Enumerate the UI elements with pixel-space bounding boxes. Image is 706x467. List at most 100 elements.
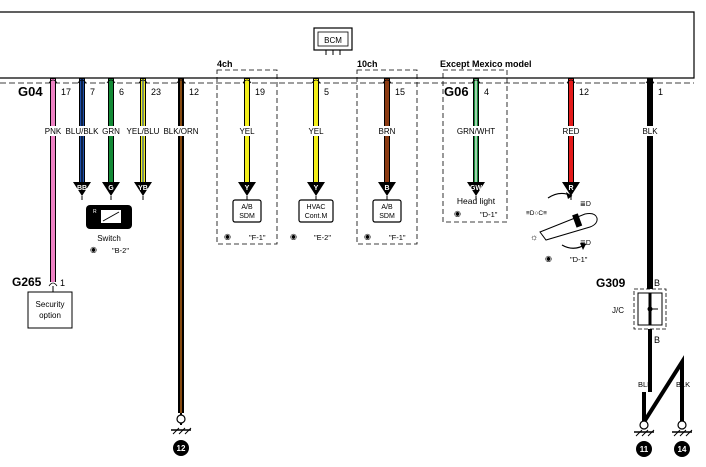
ground-14: 14: [672, 420, 693, 457]
ground-branch: BLK BLK: [638, 329, 690, 429]
wire-yel2-arrow: [307, 182, 325, 196]
wire-yel2-color-code: YEL: [308, 127, 324, 136]
svg-text:☼: ☼: [530, 232, 538, 242]
wire-blublk-arrow-label: BB: [77, 185, 87, 192]
wire-yel2-arrow-label: Y: [314, 185, 319, 192]
ab-sdm-2: A/B SDM ◉ "F-1": [364, 199, 406, 242]
hvac-line1: HVAC: [307, 204, 326, 211]
wire-yelblu-color-code: YEL/BLU: [127, 127, 160, 136]
wire-yel1-pin: 19: [255, 87, 265, 97]
connector-g04: G04: [18, 84, 43, 99]
jc-top-pin: B: [654, 278, 660, 288]
ab-sdm-1: A/B SDM ◉ "F-1": [224, 199, 266, 242]
ground-14-label: 14: [678, 445, 687, 454]
ground-blk-left-label: BLK: [638, 380, 652, 389]
group-label-10ch: 10ch: [357, 59, 378, 69]
group-box-4ch: [216, 69, 278, 245]
ab-sdm-2-ref: "F-1": [389, 233, 406, 242]
wire-grn-arrow: [102, 182, 120, 196]
group-label-4ch: 4ch: [217, 59, 233, 69]
wire-pnk-pin: 17: [61, 87, 71, 97]
bcm-frame: [0, 11, 695, 84]
wire-yelblu-arrow: [134, 182, 152, 196]
wire-brn-color-code: BRN: [379, 127, 396, 136]
wire-grnwht-arrow-label: GW: [470, 185, 482, 192]
head-light-component: Head light ◉ "D-1": [454, 196, 498, 219]
ab-sdm-1-eye-icon: ◉: [224, 232, 231, 241]
head-light-ref: "D-1": [480, 210, 498, 219]
security-option-pin: 1: [60, 278, 65, 288]
connector-g06: G06: [444, 84, 469, 99]
wire-yel1-color-code: YEL: [239, 127, 255, 136]
bcm-box: BCM: [313, 27, 353, 55]
wires-layer: 17PNK7BLU/BLKBB6GRNG23YEL/BLUYB12BLK/ORN…: [44, 78, 663, 413]
wire-blublk-arrow: [73, 182, 91, 196]
svg-text:≣D: ≣D: [580, 240, 591, 247]
wire-blk-color-code: BLK: [642, 127, 658, 136]
wire-grnwht-arrow: [467, 182, 485, 196]
wire-blk-pin: 1: [658, 87, 663, 97]
ab-sdm-1-line1: A/B: [241, 204, 253, 211]
wire-yelblu-pin: 23: [151, 87, 161, 97]
wire-grn-arrow-label: G: [108, 185, 114, 192]
switch-eye-icon: ◉: [90, 245, 97, 254]
jc-junction: J/C B B: [612, 278, 667, 345]
ground-11-label: 11: [640, 445, 649, 454]
wire-red-pin: 12: [579, 87, 589, 97]
wire-yel2-pin: 5: [324, 87, 329, 97]
wire-grn-color-code: GRN: [102, 127, 120, 136]
switch-ref: "B-2": [112, 246, 129, 255]
wire-grnwht-pin: 4: [484, 87, 489, 97]
wire-blkorn-color-code: BLK/ORN: [163, 127, 198, 136]
svg-text:R: R: [93, 209, 97, 215]
svg-text:≣D: ≣D: [580, 201, 591, 208]
head-light-label: Head light: [457, 196, 496, 206]
head-light-eye-icon: ◉: [454, 209, 461, 218]
wire-brn-arrow: [378, 182, 396, 196]
wire-yel1-arrow: [238, 182, 256, 196]
group-box-10ch: [356, 69, 418, 245]
wire-grn-pin: 6: [119, 87, 124, 97]
hvac-eye-icon: ◉: [290, 232, 297, 241]
hvac-component: HVAC Cont.M ◉ "E-2": [290, 199, 334, 242]
wire-red-arrow-label: R: [568, 185, 573, 192]
svg-text:≡D○C≡: ≡D○C≡: [526, 210, 547, 217]
group-box-except-mexico: [442, 69, 508, 223]
ground-11: 11: [634, 420, 655, 457]
ground-12: 12: [171, 413, 192, 456]
ab-sdm-2-line2: SDM: [379, 213, 395, 220]
wire-yel1-arrow-label: Y: [245, 185, 250, 192]
combo-switch-eye-icon: ◉: [545, 254, 552, 263]
security-option-box: Security option 1: [27, 278, 73, 329]
wire-brn-pin: 15: [395, 87, 405, 97]
bcm-label: BCM: [324, 36, 342, 45]
wire-red-arrow: [562, 182, 580, 196]
switch-component: R Switch ◉ "B-2": [86, 205, 132, 255]
combo-switch-ref: "D-1": [570, 255, 588, 264]
jc-bottom-pin: B: [654, 335, 660, 345]
ab-sdm-1-line2: SDM: [239, 213, 255, 220]
jc-label: J/C: [612, 306, 624, 315]
security-option-line2: option: [39, 311, 61, 320]
switch-label: Switch: [97, 234, 121, 243]
wire-blublk-pin: 7: [90, 87, 95, 97]
ab-sdm-2-line1: A/B: [381, 204, 393, 211]
ab-sdm-2-eye-icon: ◉: [364, 232, 371, 241]
ab-sdm-1-ref: "F-1": [249, 233, 266, 242]
wire-blublk-color-code: BLU/BLK: [66, 127, 100, 136]
connector-g265: G265: [12, 275, 42, 289]
wire-yelblu-arrow-label: YB: [138, 185, 148, 192]
ground-blk-right-label: BLK: [676, 380, 690, 389]
wire-brn-arrow-label: B: [384, 185, 389, 192]
wire-blkorn-pin: 12: [189, 87, 199, 97]
